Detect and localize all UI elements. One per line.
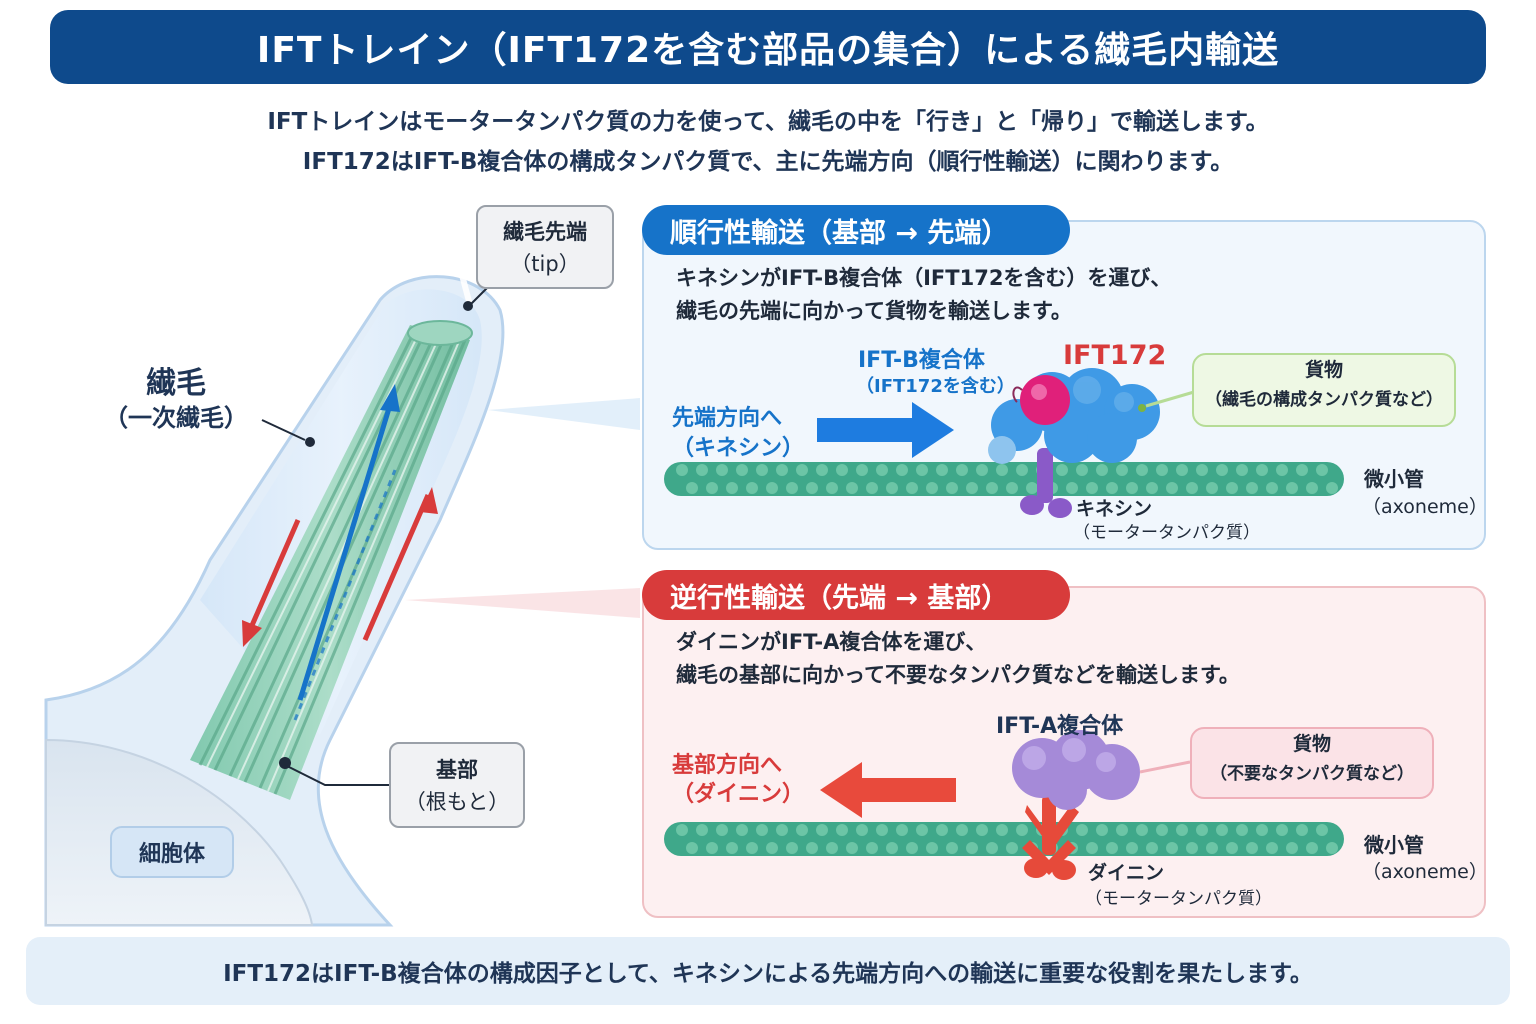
ret-direction-2: （ダイニン）	[672, 782, 805, 807]
axoneme-bundle	[190, 320, 473, 800]
microtubule-ant	[664, 462, 1344, 496]
ift172-protein	[1020, 375, 1070, 425]
anterograde-arrow	[817, 402, 954, 458]
cell-body-label: 細胞体	[138, 842, 205, 867]
tip-highlight	[459, 274, 473, 306]
dynein-motor	[1022, 795, 1079, 880]
ret-cargo-box: 貨物 （不要なタンパク質など）	[1190, 727, 1434, 799]
ret-direction-1: 基部方向へ	[672, 753, 783, 778]
retrograde-arrows	[242, 487, 438, 647]
retrograde-desc-2: 繊毛の基部に向かって不要なタンパク質などを輸送します。	[676, 663, 1240, 687]
ift-b-sub-label: （IFT172を含む）	[856, 376, 1015, 397]
ret-cargo-label: 貨物	[1292, 733, 1331, 755]
ant-cargo-box: 貨物 （繊毛の構成タンパク質など）	[1192, 353, 1456, 427]
cell-body-badge: 細胞体	[110, 826, 234, 878]
cilium-illustration	[44, 274, 640, 927]
ant-direction-1: 先端方向へ	[672, 406, 783, 431]
anterograde-diagram	[664, 368, 1344, 518]
anterograde-arrows	[293, 384, 400, 721]
kinesin-sub-label: （モータータンパク質）	[1073, 523, 1260, 543]
tip-sub-label: （tip）	[510, 252, 580, 276]
tip-callout: 繊毛先端 （tip）	[476, 205, 614, 289]
ift-a-label: IFT-A複合体	[996, 714, 1124, 739]
ret-microtubule-label: 微小管	[1364, 833, 1424, 857]
anterograde-desc-2: 繊毛の先端に向かって貨物を輸送します。	[676, 299, 1072, 323]
footer-text: IFT172はIFT-B複合体の構成因子として、キネシンによる先端方向への輸送に…	[223, 961, 1313, 987]
tip-label: 繊毛先端	[503, 220, 587, 244]
ant-cargo-label: 貨物	[1304, 359, 1343, 381]
ant-microtubule-sub: （axoneme）	[1362, 496, 1488, 518]
ant-direction-2: （キネシン）	[672, 436, 805, 461]
cilium-sub-label: （一次繊毛）	[104, 404, 248, 432]
dynein-label: ダイニン	[1088, 862, 1165, 884]
retrograde-arrow	[820, 762, 956, 818]
base-label: 基部	[436, 758, 478, 782]
retrograde-desc-1: ダイニンがIFT-A複合体を運び、	[676, 630, 987, 654]
ant-cargo-sub: （繊毛の構成タンパク質など）	[1205, 390, 1443, 410]
anterograde-pill: 順行性輸送（基部 → 先端）	[642, 205, 1070, 255]
ret-cargo-sub: （不要なタンパク質など）	[1210, 764, 1414, 784]
retrograde-diagram	[664, 730, 1344, 880]
base-sub-label: （根もと）	[404, 790, 510, 814]
microtubule-ret	[664, 822, 1344, 856]
retrograde-pill: 逆行性輸送（先端 → 基部）	[642, 570, 1070, 620]
page-title: IFTトレイン（IFT172を含む部品の集合）による繊毛内輸送	[256, 30, 1280, 71]
ret-microtubule-sub: （axoneme）	[1362, 861, 1488, 883]
cilium-label: 繊毛	[146, 366, 206, 401]
kinesin-motor	[1020, 448, 1072, 518]
base-callout: 基部 （根もと）	[389, 742, 525, 828]
intro-line-2: IFT172はIFT-B複合体の構成タンパク質で、主に先端方向（順行性輸送）に関…	[302, 149, 1234, 175]
anterograde-desc-1: キネシンがIFT-B複合体（IFT172を含む）を運び、	[676, 266, 1172, 290]
kinesin-label: キネシン	[1076, 498, 1153, 520]
title-banner: IFTトレイン（IFT172を含む部品の集合）による繊毛内輸送	[50, 10, 1486, 84]
ift172-label: IFT172	[1063, 340, 1167, 371]
footer-banner: IFT172はIFT-B複合体の構成因子として、キネシンによる先端方向への輸送に…	[26, 937, 1510, 1005]
intro-line-1: IFTトレインはモータータンパク質の力を使って、繊毛の中を「行き」と「帰り」で輸…	[267, 109, 1269, 135]
ant-microtubule-label: 微小管	[1364, 467, 1424, 491]
ift-b-label: IFT-B複合体	[858, 348, 985, 373]
dynein-sub-label: （モータータンパク質）	[1085, 889, 1272, 909]
